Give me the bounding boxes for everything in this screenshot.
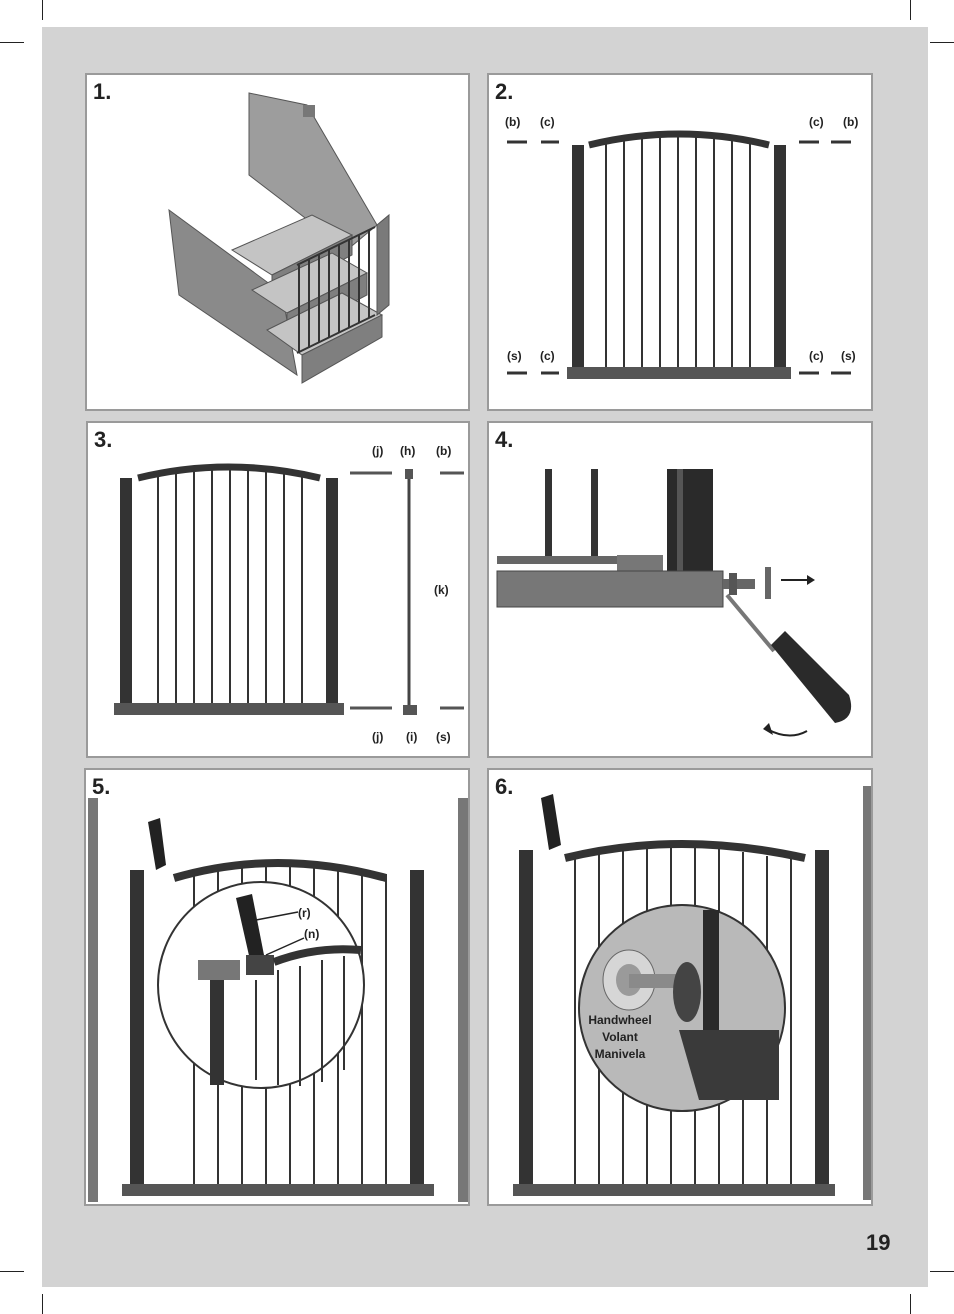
crop-mark [0,1271,24,1272]
crop-mark [42,1294,43,1314]
crop-mark [910,0,911,20]
part-label: (c) [540,115,555,129]
handwheel-illustration [513,786,871,1200]
part-label: (c) [540,349,555,363]
step-2-panel: 2. (b) (c) (c) (b) (s) (c) (c) (s) [487,73,873,411]
part-label: (b) [505,115,521,129]
part-label: (s) [507,349,522,363]
screwdriver-illustration [496,469,852,737]
step-4-panel: 4. [487,421,873,758]
step-number: 2. [495,79,514,104]
crop-mark [0,42,24,43]
part-label: (c) [809,115,824,129]
stairs-illustration [168,92,390,384]
step-number: 4. [495,427,514,452]
step-number: 6. [495,774,514,799]
part-label: (s) [436,730,451,744]
crop-mark [930,1271,954,1272]
crop-mark [910,1294,911,1314]
gate-parts-illustration [114,463,464,715]
step-1-panel: 1. [85,73,470,411]
gate-extensions-illustration [507,130,851,379]
step-number: 5. [92,774,111,799]
step-3-panel: 3. (j) (h) (b) (k) (j) (i) (s) [86,421,470,758]
part-label: (j) [372,444,384,458]
step-number: 1. [93,79,112,104]
caption-line: Volant [602,1030,638,1044]
step-number: 3. [94,427,113,452]
part-label: (c) [809,349,824,363]
part-label: (s) [841,349,856,363]
part-label: (n) [304,927,320,941]
part-label: (i) [406,730,418,744]
gate-lever-illustration [88,798,468,1202]
crop-mark [42,0,43,20]
caption-line: Handwheel [588,1013,652,1027]
page-number: 19 [866,1230,891,1255]
handwheel-caption: Handwheel Volant Manivela [575,1012,665,1063]
part-label: (j) [372,730,384,744]
part-label: (b) [436,444,452,458]
part-label: (k) [434,583,449,597]
caption-line: Manivela [594,1047,646,1061]
crop-mark [930,42,954,43]
part-label: (r) [298,906,311,920]
step-6-panel: 6. Handwheel Volant Manivela [487,768,873,1206]
step-5-panel: 5. (r) (n) [84,768,470,1206]
part-label: (b) [843,115,859,129]
part-label: (h) [400,444,416,458]
